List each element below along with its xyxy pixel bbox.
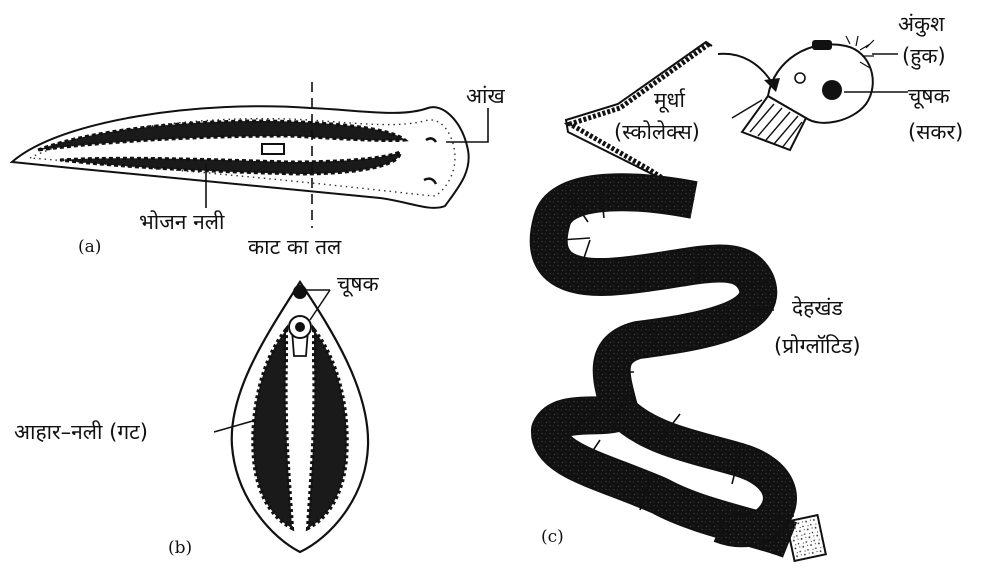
label-scolex-2: (स्कोलेक्स): [614, 120, 700, 144]
tag-b: (b): [168, 538, 192, 558]
label-scolex-1: मूर्धा: [654, 88, 685, 112]
label-sucker-c-2: (सकर): [908, 120, 963, 144]
label-gut-b: आहार–नली (गट): [14, 420, 148, 444]
label-hooks-2: (हुक): [902, 44, 946, 68]
tag-a: (a): [78, 237, 101, 257]
label-eye: आंख: [466, 84, 505, 108]
planaria-figure: [12, 82, 488, 228]
fluke-ventral-sucker-core: [295, 322, 305, 332]
scolex-sucker-small: [795, 73, 805, 83]
label-hooks-1: अंकुश: [898, 12, 944, 36]
tapeworm-figure: [549, 36, 908, 561]
tapeworm-end-segment: [786, 515, 826, 561]
label-section-plane: काट का तल: [248, 235, 341, 259]
tag-c: (c): [541, 527, 564, 547]
label-proglottid-2: (प्रोग्लॉटिड): [774, 334, 861, 358]
tapeworm-strobila: [549, 192, 790, 540]
label-gut-a: भोजन नली: [139, 210, 224, 234]
label-sucker-c-1: चूषक: [908, 84, 950, 108]
scolex-rostellum: [812, 40, 832, 50]
label-proglottid-1: देहखंड: [792, 296, 843, 320]
fluke-oral-sucker: [293, 285, 307, 299]
planaria-pharynx: [262, 144, 284, 154]
label-sucker-b: चूषक: [337, 272, 379, 296]
fluke-figure: [214, 282, 368, 552]
scolex-sucker: [822, 80, 842, 100]
